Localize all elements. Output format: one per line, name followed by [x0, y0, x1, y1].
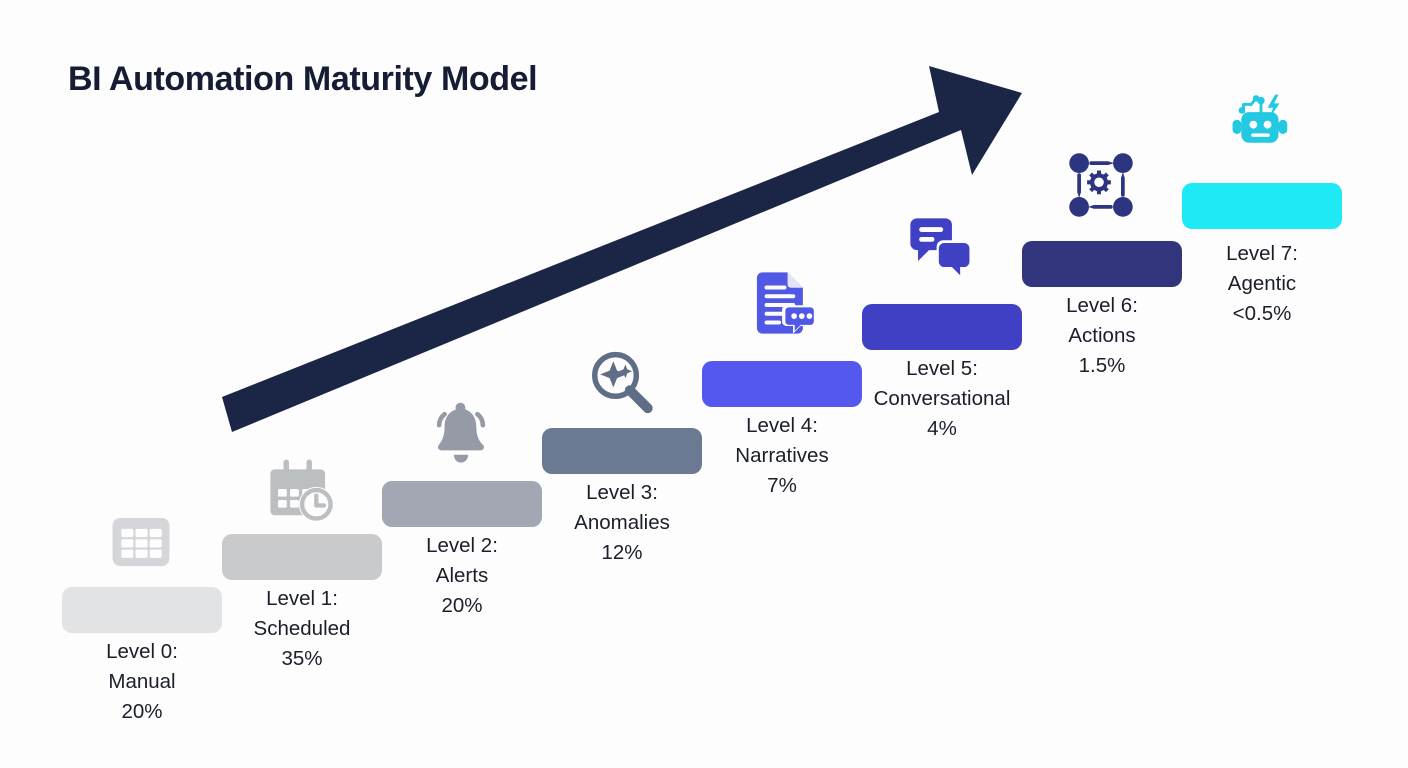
step-bar[interactable]: [222, 534, 382, 580]
step-level: Level 5:: [906, 357, 978, 380]
workflow-gear-nodes-icon: [1064, 148, 1138, 222]
step-level: Level 0:: [106, 640, 178, 663]
step-name: Manual: [108, 670, 176, 693]
page-title: BI Automation Maturity Model: [68, 60, 538, 98]
magnifier-sparkle-icon: [584, 345, 658, 419]
step-level: Level 2:: [426, 534, 498, 557]
step-label: Level 6: Actions 1.5%: [982, 291, 1222, 381]
step-level: Level 3:: [586, 481, 658, 504]
step-level: Level 7:: [1226, 242, 1298, 265]
step-bar[interactable]: [1182, 183, 1342, 229]
step-percent: 20%: [441, 594, 483, 617]
step-label: Level 3: Anomalies 12%: [502, 478, 742, 568]
step-percent: 20%: [121, 700, 163, 723]
step-label: Level 7: Agentic <0.5%: [1142, 239, 1382, 329]
step-name: Alerts: [435, 564, 489, 587]
step-label: Level 4: Narratives 7%: [662, 411, 902, 501]
step-bar[interactable]: [542, 428, 702, 474]
step-label: Level 2: Alerts 20%: [342, 531, 582, 621]
robot-bolt-icon: [1224, 86, 1298, 160]
bell-ring-icon: [424, 398, 498, 472]
step-name: Anomalies: [574, 511, 670, 534]
step-bar[interactable]: [862, 304, 1022, 350]
step-bar[interactable]: [62, 587, 222, 633]
step-label: Level 1: Scheduled 35%: [182, 584, 422, 674]
spreadsheet-grid-icon: [104, 505, 178, 579]
calendar-clock-icon: [264, 452, 338, 526]
chat-bubbles-icon: [904, 212, 978, 286]
step-label: Level 0: Manual 20%: [22, 637, 262, 727]
step-bar[interactable]: [1022, 241, 1182, 287]
step-name: Agentic: [1227, 272, 1297, 295]
step-percent: 12%: [601, 541, 643, 564]
step-name: Scheduled: [253, 617, 351, 640]
step-percent: 35%: [281, 647, 323, 670]
step-level: Level 6:: [1066, 294, 1138, 317]
step-name: Conversational: [873, 387, 1011, 410]
step-bar[interactable]: [382, 481, 542, 527]
document-chat-icon: [744, 266, 818, 340]
step-percent: 1.5%: [1078, 354, 1126, 377]
step-percent: 4%: [927, 417, 957, 440]
step-name: Actions: [1068, 324, 1136, 347]
step-level: Level 1:: [266, 587, 338, 610]
step-level: Level 4:: [746, 414, 818, 437]
step-name: Narratives: [735, 444, 829, 467]
step-label: Level 5: Conversational 4%: [822, 354, 1062, 444]
step-percent: <0.5%: [1232, 302, 1292, 325]
step-percent: 7%: [767, 474, 797, 497]
step-bar[interactable]: [702, 361, 862, 407]
